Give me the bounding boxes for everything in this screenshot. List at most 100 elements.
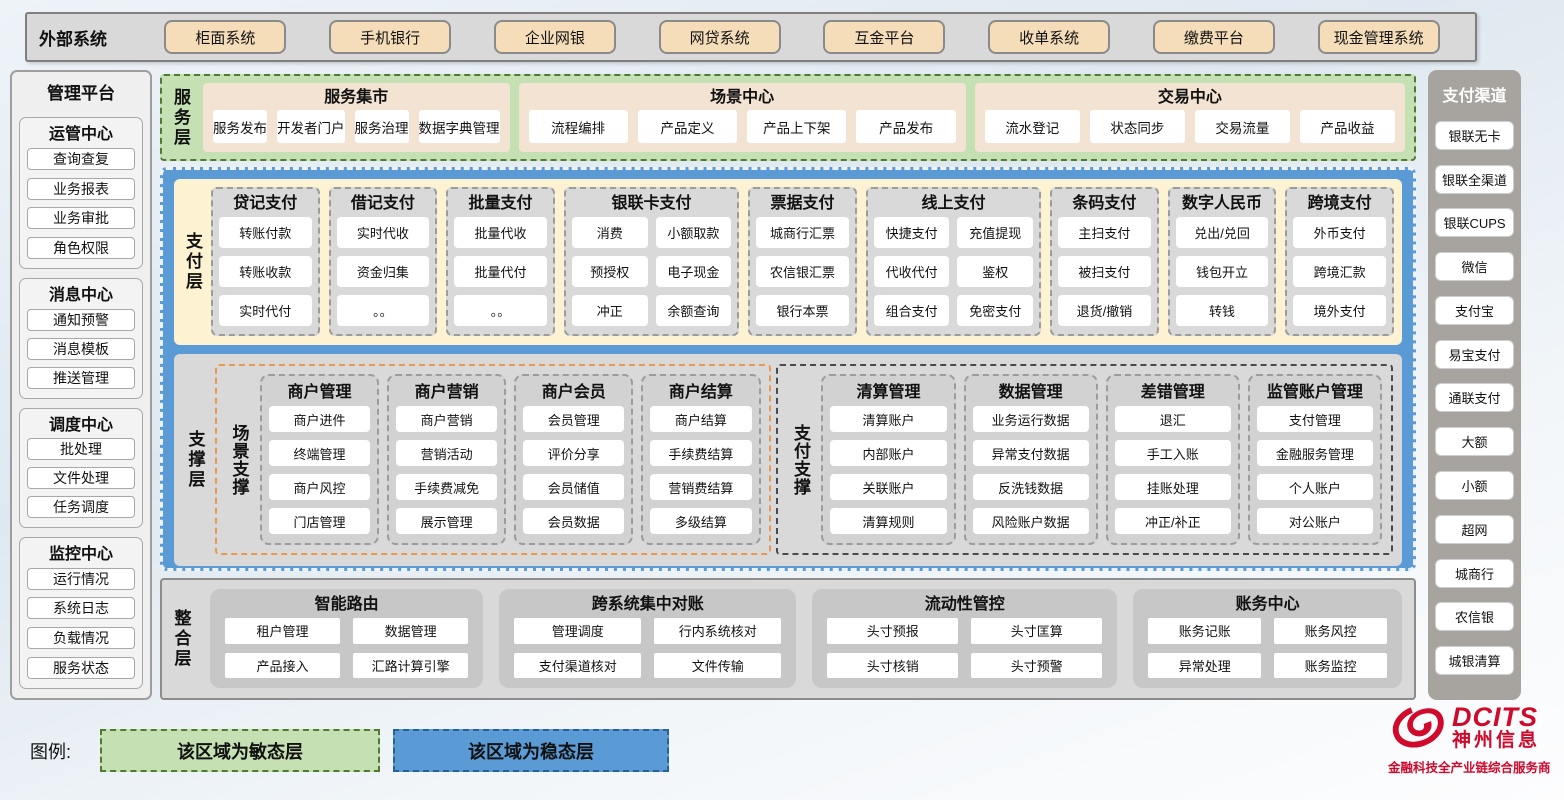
payment-function-button[interactable]: 批量代付	[454, 256, 547, 287]
service-function-button[interactable]: 产品发布	[856, 110, 956, 143]
payment-function-button[interactable]: 主扫支付	[1058, 217, 1151, 248]
integration-function-button[interactable]: 产品接入	[225, 652, 341, 678]
integration-function-button[interactable]: 头寸预报	[827, 618, 959, 644]
payment-function-button[interactable]: 。。	[454, 295, 547, 326]
support-function-button[interactable]: 会员管理	[523, 406, 625, 432]
payment-channel-button[interactable]: 易宝支付	[1435, 339, 1514, 369]
payment-function-button[interactable]: 充值提现	[957, 217, 1034, 248]
mgmt-function-button[interactable]: 查询查复	[27, 147, 135, 170]
integration-function-button[interactable]: 账务风控	[1274, 618, 1387, 644]
external-system-button[interactable]: 柜面系统	[164, 20, 287, 54]
payment-function-button[interactable]: 农信银汇票	[756, 256, 849, 287]
mgmt-function-button[interactable]: 服务状态	[27, 657, 135, 680]
payment-function-button[interactable]: 银行本票	[756, 295, 849, 326]
integration-function-button[interactable]: 汇路计算引擎	[353, 652, 469, 678]
support-function-button[interactable]: 商户营销	[396, 406, 498, 432]
service-function-button[interactable]: 状态同步	[1089, 110, 1185, 143]
integration-function-button[interactable]: 行内系统核对	[654, 618, 782, 644]
support-function-button[interactable]: 门店管理	[269, 508, 371, 534]
mgmt-function-button[interactable]: 推送管理	[27, 367, 135, 390]
integration-function-button[interactable]: 支付渠道核对	[514, 652, 642, 678]
payment-function-button[interactable]: 跨境汇款	[1293, 256, 1386, 287]
integration-function-button[interactable]: 文件传输	[654, 652, 782, 678]
support-function-button[interactable]: 营销活动	[396, 440, 498, 466]
mgmt-function-button[interactable]: 任务调度	[27, 496, 135, 519]
payment-channel-button[interactable]: 支付宝	[1435, 295, 1514, 325]
mgmt-function-button[interactable]: 批处理	[27, 437, 135, 460]
support-function-button[interactable]: 商户进件	[269, 406, 371, 432]
support-function-button[interactable]: 会员储值	[523, 474, 625, 500]
support-function-button[interactable]: 手工入账	[1114, 440, 1231, 466]
mgmt-function-button[interactable]: 消息模板	[27, 337, 135, 360]
payment-channel-button[interactable]: 通联支付	[1435, 383, 1514, 413]
support-function-button[interactable]: 挂账处理	[1114, 474, 1231, 500]
support-function-button[interactable]: 评价分享	[523, 440, 625, 466]
external-system-button[interactable]: 缴费平台	[1152, 20, 1275, 54]
service-function-button[interactable]: 产品收益	[1299, 110, 1395, 143]
payment-function-button[interactable]: 转账付款	[219, 217, 312, 248]
service-function-button[interactable]: 产品上下架	[747, 110, 847, 143]
support-function-button[interactable]: 商户结算	[650, 406, 752, 432]
payment-function-button[interactable]: 兑出/兑回	[1175, 217, 1269, 248]
payment-channel-button[interactable]: 微信	[1435, 252, 1514, 282]
mgmt-function-button[interactable]: 角色权限	[27, 237, 135, 260]
payment-function-button[interactable]: 批量代收	[454, 217, 547, 248]
payment-function-button[interactable]: 退货/撤销	[1058, 295, 1151, 326]
service-function-button[interactable]: 开发者门户	[277, 110, 345, 143]
payment-function-button[interactable]: 。。	[336, 295, 430, 326]
support-function-button[interactable]: 展示管理	[396, 508, 498, 534]
payment-function-button[interactable]: 转钱	[1175, 295, 1269, 326]
external-system-button[interactable]: 企业网银	[493, 20, 616, 54]
integration-function-button[interactable]: 账务监控	[1274, 652, 1387, 678]
integration-function-button[interactable]: 头寸预警	[971, 652, 1103, 678]
service-function-button[interactable]: 服务治理	[354, 110, 409, 143]
payment-channel-button[interactable]: 银联全渠道	[1435, 164, 1514, 194]
mgmt-function-button[interactable]: 业务报表	[27, 177, 135, 200]
external-system-button[interactable]: 互金平台	[823, 20, 946, 54]
payment-function-button[interactable]: 转账收款	[219, 256, 312, 287]
mgmt-function-button[interactable]: 通知预警	[27, 308, 135, 331]
support-function-button[interactable]: 内部账户	[830, 440, 947, 466]
payment-function-button[interactable]: 冲正	[571, 295, 648, 326]
payment-channel-button[interactable]: 大额	[1435, 427, 1514, 457]
service-function-button[interactable]: 服务发布	[213, 110, 267, 143]
payment-function-button[interactable]: 预授权	[571, 256, 648, 287]
mgmt-function-button[interactable]: 负载情况	[27, 627, 135, 650]
payment-channel-button[interactable]: 小额	[1435, 471, 1514, 501]
support-function-button[interactable]: 业务运行数据	[972, 406, 1089, 432]
payment-channel-button[interactable]: 超网	[1435, 514, 1514, 544]
support-function-button[interactable]: 清算账户	[830, 406, 947, 432]
payment-function-button[interactable]: 组合支付	[873, 295, 950, 326]
external-system-button[interactable]: 收单系统	[988, 20, 1111, 54]
support-function-button[interactable]: 风险账户数据	[972, 508, 1089, 534]
payment-channel-button[interactable]: 城商行	[1435, 558, 1514, 588]
payment-channel-button[interactable]: 城银清算	[1435, 646, 1514, 676]
service-function-button[interactable]: 流程编排	[528, 110, 628, 143]
payment-function-button[interactable]: 实时代付	[219, 295, 312, 326]
payment-function-button[interactable]: 钱包开立	[1175, 256, 1269, 287]
payment-function-button[interactable]: 余额查询	[655, 295, 732, 326]
external-system-button[interactable]: 手机银行	[329, 20, 452, 54]
payment-channel-button[interactable]: 农信银	[1435, 602, 1514, 632]
support-function-button[interactable]: 多级结算	[650, 508, 752, 534]
integration-function-button[interactable]: 数据管理	[353, 618, 469, 644]
support-function-button[interactable]: 支付管理	[1256, 406, 1373, 432]
service-function-button[interactable]: 产品定义	[637, 110, 738, 143]
payment-channel-button[interactable]: 银联无卡	[1435, 120, 1514, 150]
external-system-button[interactable]: 现金管理系统	[1317, 20, 1440, 54]
integration-function-button[interactable]: 异常处理	[1148, 652, 1262, 678]
support-function-button[interactable]: 终端管理	[269, 440, 371, 466]
support-function-button[interactable]: 关联账户	[830, 474, 947, 500]
payment-function-button[interactable]: 免密支付	[957, 295, 1034, 326]
support-function-button[interactable]: 清算规则	[830, 508, 947, 534]
payment-function-button[interactable]: 外币支付	[1293, 217, 1386, 248]
payment-function-button[interactable]: 代收代付	[873, 256, 950, 287]
support-function-button[interactable]: 冲正/补正	[1114, 508, 1231, 534]
integration-function-button[interactable]: 头寸匡算	[971, 618, 1103, 644]
service-function-button[interactable]: 交易流量	[1194, 110, 1290, 143]
payment-function-button[interactable]: 资金归集	[336, 256, 430, 287]
support-function-button[interactable]: 对公账户	[1256, 508, 1373, 534]
service-function-button[interactable]: 流水登记	[984, 110, 1080, 143]
mgmt-function-button[interactable]: 业务审批	[27, 207, 135, 230]
payment-function-button[interactable]: 城商行汇票	[756, 217, 849, 248]
